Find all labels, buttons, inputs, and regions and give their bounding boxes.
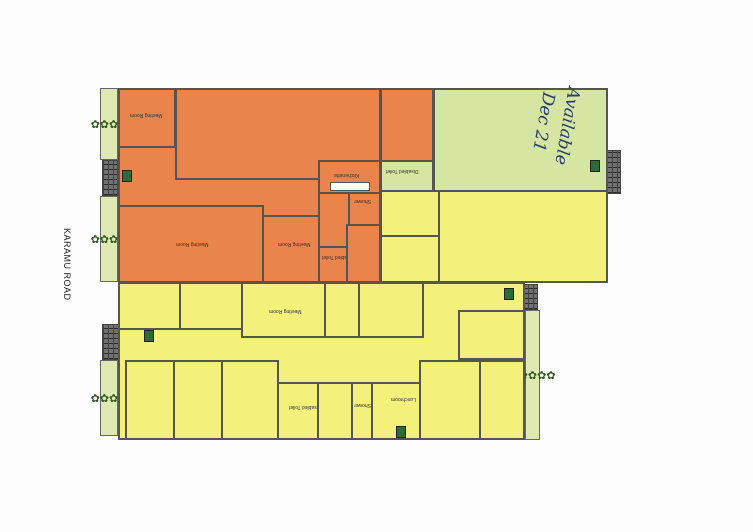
shower[interactable]: Shower — [348, 192, 381, 226]
exit-sign-icon — [144, 330, 154, 342]
disabled-toilet[interactable]: Disabled Toilet — [277, 382, 321, 440]
room-label: Meeting Room — [269, 308, 302, 314]
planter: ✿✿✿✿ — [91, 196, 127, 282]
planter: ✿✿✿✿✿ — [509, 310, 556, 440]
room-label: Disabled Toilet — [386, 168, 419, 174]
room-label: Shower — [354, 198, 371, 204]
office[interactable] — [324, 282, 360, 338]
office[interactable] — [179, 282, 243, 330]
meeting-room[interactable]: Meeting Room — [118, 205, 264, 283]
shower[interactable]: Shower — [351, 382, 373, 440]
office[interactable] — [173, 360, 223, 440]
room-label: Kitchenette — [334, 172, 360, 178]
meeting-room[interactable]: Meeting Room — [241, 282, 326, 338]
office[interactable] — [479, 360, 525, 440]
sink-bench — [330, 182, 370, 191]
office[interactable] — [419, 360, 481, 440]
office[interactable] — [380, 190, 440, 237]
office[interactable] — [118, 282, 181, 330]
office[interactable] — [221, 360, 279, 440]
office[interactable] — [458, 310, 525, 360]
toilets[interactable] — [317, 382, 353, 440]
office[interactable] — [125, 360, 175, 440]
planter: ✿✿✿✿ — [91, 88, 127, 160]
exit-sign-icon — [504, 288, 514, 300]
entry-paving — [102, 160, 118, 196]
entry-paving — [606, 150, 621, 194]
office[interactable] — [380, 88, 434, 162]
street-label: KARAMU ROAD — [62, 228, 72, 301]
room-label: Meeting Room — [278, 241, 311, 247]
exit-sign-icon — [590, 160, 600, 172]
room-label: Shower — [354, 402, 371, 408]
planter: ✿✿✿✿ — [91, 360, 127, 436]
meeting-room[interactable]: Meeting Room — [262, 215, 320, 283]
exit-sign-icon — [396, 426, 406, 438]
room-label: Meeting Room — [176, 241, 209, 247]
room-label: Meeting Room — [130, 112, 163, 118]
exit-sign-icon — [122, 170, 132, 182]
office[interactable] — [380, 235, 440, 283]
kitchenette[interactable]: Kitchenette — [318, 160, 381, 194]
toilets[interactable] — [346, 224, 381, 283]
disabled-toilet[interactable]: Disabled Toilet — [318, 246, 354, 283]
office[interactable] — [358, 282, 424, 338]
room-label: Lunchroom — [391, 396, 417, 402]
meeting-room[interactable]: Meeting Room — [118, 88, 176, 148]
disabled-toilet[interactable]: Disabled Toilet — [380, 160, 434, 192]
